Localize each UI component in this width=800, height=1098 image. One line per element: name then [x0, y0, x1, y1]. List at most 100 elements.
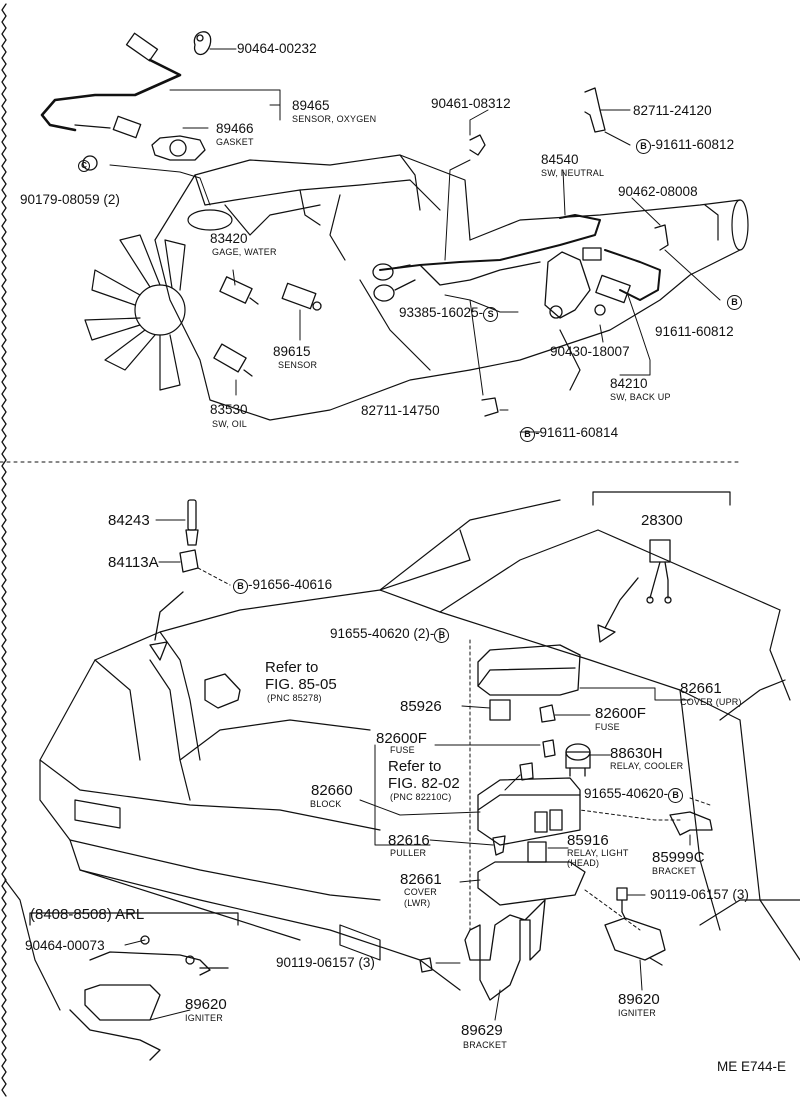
bracket-line-28300: [592, 491, 731, 506]
igniter-right-drawing: [604, 911, 666, 966]
label-pnc-85278: (PNC 85278): [267, 693, 322, 703]
fuse-82600f-b-drawing: [542, 739, 556, 758]
label-82600f-a: 82600F: [595, 705, 646, 722]
label-89629-name: BRACKET: [463, 1040, 507, 1050]
label-91655-40620-2: 91655-40620 (2)-B: [330, 627, 450, 643]
bracket-89629-drawing: [464, 899, 546, 1001]
label-82660-name: BLOCK: [310, 799, 342, 809]
label-refer-to-b: Refer to: [388, 758, 442, 775]
label-83530-name: SW, OIL: [212, 419, 247, 429]
marker-b-icon: B: [520, 427, 535, 442]
cover-upper-drawing: [477, 644, 581, 696]
label-89466: 89466: [216, 121, 254, 136]
arrow-left: [149, 591, 184, 661]
label-89620-b-name: IGNITER: [618, 1008, 656, 1018]
label-fig-85-05: FIG. 85-05: [265, 676, 337, 693]
label-90430-18007: 90430-18007: [550, 344, 630, 359]
marker-c-icon: C: [78, 160, 90, 172]
label-93385-16025-text: 93385-16025: [399, 305, 479, 320]
label-89620-a-name: IGNITER: [185, 1013, 223, 1023]
marker-c-90179: C: [78, 157, 90, 172]
relay-light-drawing: [527, 841, 547, 863]
label-82661-lwr-name: COVER: [404, 887, 438, 897]
gasket-drawing: [151, 135, 206, 161]
label-82616-name: PULLER: [390, 848, 427, 858]
marker-b-icon: B: [233, 579, 248, 594]
label-82711-24120: 82711-24120: [633, 103, 712, 118]
marker-b-icon: B: [668, 788, 684, 803]
bolt-90119-a-drawing: [616, 887, 628, 913]
label-85999c: 85999C: [652, 849, 705, 866]
label-83420: 83420: [210, 231, 248, 246]
label-82616: 82616: [388, 832, 430, 849]
label-85916-name: RELAY, LIGHT: [567, 848, 629, 858]
label-91655-40620: 91655-40620-B: [584, 787, 684, 803]
marker-b-icon: B: [636, 139, 651, 154]
label-28300: 28300: [641, 512, 683, 529]
oxygen-sensor-drawing: [40, 31, 212, 171]
label-85926: 85926: [400, 698, 442, 715]
label-91611-60812-a: B-91611-60812: [636, 138, 734, 154]
label-93385-16025: 93385-16025-S: [399, 305, 499, 322]
label-89465: 89465: [292, 98, 330, 113]
label-90461-08312: 90461-08312: [431, 96, 511, 111]
label-84540-name: SW, NEUTRAL: [541, 168, 605, 178]
relay-block-drawing: [477, 777, 581, 846]
label-89615-name: SENSOR: [278, 360, 318, 370]
bracket-85999c-drawing: [669, 811, 713, 836]
arrow-right: [597, 577, 639, 643]
label-84210: 84210: [610, 376, 648, 391]
label-82600f-a-name: FUSE: [595, 722, 620, 732]
clamp-82711-24120: [584, 87, 606, 133]
label-83530: 83530: [210, 402, 248, 417]
label-90464-00073: 90464-00073: [25, 938, 105, 953]
label-89629: 89629: [461, 1022, 503, 1039]
label-91656-40616-text: 91656-40616: [252, 577, 333, 592]
label-91656-40616: B-91656-40616: [233, 578, 332, 594]
label-82661-lwr: 82661: [400, 871, 442, 888]
car-body: [4, 499, 800, 1011]
water-gage-drawing: [219, 276, 259, 305]
label-82661-upr-name: COVER (UPR): [680, 697, 742, 707]
neutral-switch-harness: [372, 214, 601, 319]
label-91611-60814: B-91611-60814: [520, 426, 618, 442]
label-84243: 84243: [108, 512, 150, 529]
socket-84113a-drawing: [179, 549, 199, 573]
label-89615: 89615: [273, 344, 311, 359]
clamp-82711-14750: [481, 397, 499, 417]
marker-b-91611-b: B: [727, 294, 742, 310]
label-82661-upr: 82661: [680, 680, 722, 697]
label-82711-14750: 82711-14750: [361, 403, 440, 418]
sensor-89615-drawing: [281, 282, 322, 311]
label-90464-00232: 90464-00232: [237, 41, 317, 56]
arl-bracket: [29, 912, 239, 926]
radiator-fan: [84, 234, 186, 391]
label-fig-82-02: FIG. 82-02: [388, 775, 460, 792]
label-82661-lwr-name2: (LWR): [404, 898, 431, 908]
cover-lower-drawing: [477, 861, 586, 906]
igniter-left-drawing: [69, 935, 229, 1061]
label-pnc-82210c: (PNC 82210C): [390, 792, 452, 802]
label-89465-name: SENSOR, OXYGEN: [292, 114, 377, 124]
backup-switch-harness: [582, 247, 661, 316]
label-85999c-name: BRACKET: [652, 866, 696, 876]
label-91611-60814-text: 91611-60814: [539, 425, 619, 440]
fuse-82600f-a-drawing: [539, 704, 556, 723]
label-84113a: 84113A: [108, 554, 159, 571]
label-91611-60812-a-text: 91611-60812: [655, 137, 735, 152]
engine-block: [154, 154, 471, 421]
marker-b-icon: B: [727, 295, 742, 310]
puller-82616-drawing: [492, 835, 506, 856]
leader-lines-upper: [109, 48, 721, 433]
clamp-90462: [654, 224, 669, 251]
label-85916: 85916: [567, 832, 609, 849]
left-border-zigzag: [1, 3, 7, 1097]
marker-s-icon: S: [483, 307, 499, 322]
label-82600f-b: 82600F: [376, 730, 427, 747]
label-82600f-b-name: FUSE: [390, 745, 415, 755]
transmission: [469, 199, 749, 391]
bulb-84243-drawing: [185, 499, 199, 546]
label-90119-06157-a: 90119-06157 (3): [650, 887, 749, 902]
